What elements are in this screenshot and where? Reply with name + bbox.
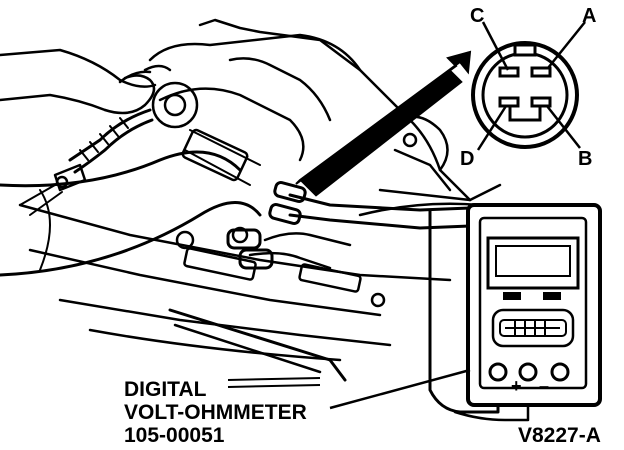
figure-code: V8227-A	[518, 424, 601, 447]
meter-plus-sign: +	[511, 376, 522, 396]
pin-label-a: A	[582, 5, 596, 27]
meter-jack-plus	[488, 362, 508, 382]
intake-hose	[0, 150, 262, 277]
throttle-body	[19, 81, 261, 216]
pin-label-c: C	[470, 5, 484, 27]
meter-button-left	[503, 292, 521, 300]
meter-jack-aux	[550, 362, 570, 382]
meter-label-line2: VOLT-OHMMETER	[124, 401, 307, 424]
pointer-arrow-body	[299, 69, 463, 197]
meter-display-window	[495, 245, 571, 277]
pin-slot-d	[498, 96, 520, 108]
connector-key	[513, 43, 537, 57]
engine-assembly	[18, 18, 502, 382]
connector-face-view	[471, 21, 586, 151]
meter-minus-sign: –	[539, 376, 549, 396]
meter-jack-minus	[518, 362, 538, 382]
meter-label-line1: DIGITAL	[124, 378, 207, 401]
pin-label-b: B	[578, 148, 592, 170]
digital-volt-ohmmeter	[466, 203, 602, 407]
meter-label-line3: 105-00051	[124, 424, 225, 447]
meter-button-right	[543, 292, 561, 300]
pin-slot-c	[498, 66, 520, 78]
pin-label-d: D	[460, 148, 474, 170]
technician-hand	[0, 48, 172, 115]
pin-slot-a	[530, 66, 552, 78]
meter-label-leader	[329, 368, 471, 410]
pin-slot-b	[530, 96, 552, 108]
